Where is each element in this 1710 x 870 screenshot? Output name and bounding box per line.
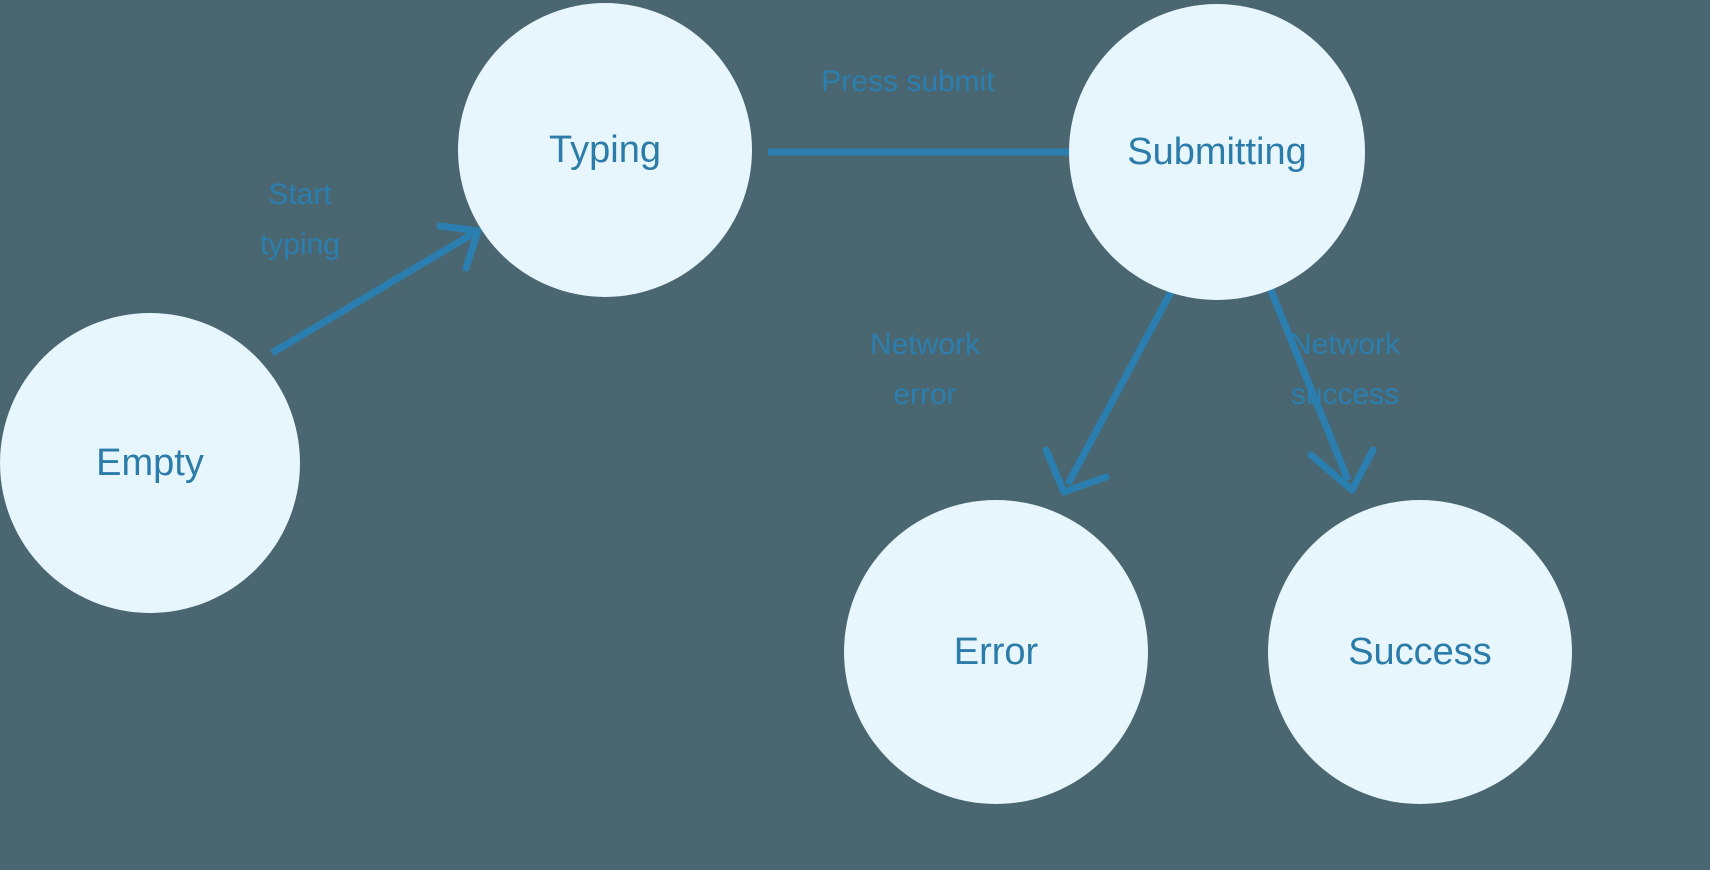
state-node-label-typing: Typing <box>549 129 661 171</box>
state-node-circle-error[interactable] <box>844 500 1148 804</box>
state-node-circle-submitting[interactable] <box>1069 4 1365 300</box>
state-node-error[interactable]: Error <box>844 500 1148 804</box>
edge-label-submitting-to-error: Network error <box>870 328 981 411</box>
edge-label-line: Press submit <box>821 65 995 98</box>
arrowhead-icon-empty-to-typing <box>436 222 482 272</box>
edge-label-line: Start <box>268 178 332 211</box>
edge-empty-to-typing <box>270 222 482 357</box>
edge-label-line: success <box>1291 378 1399 411</box>
edge-submitting-to-success <box>1266 286 1377 494</box>
edges-layer <box>270 118 1377 496</box>
edge-label-line: typing <box>260 228 340 261</box>
state-node-label-error: Error <box>954 631 1039 673</box>
edge-label-line: Network <box>1290 328 1401 361</box>
state-node-label-empty: Empty <box>96 442 204 484</box>
arrowhead-icon-submitting-to-error <box>1042 446 1110 496</box>
state-node-submitting[interactable]: Submitting <box>1069 4 1365 300</box>
state-node-typing[interactable]: Typing <box>458 3 752 297</box>
edge-line-empty-to-typing <box>270 229 476 357</box>
edge-label-empty-to-typing: Start typing <box>260 178 340 261</box>
edge-submitting-to-error <box>1042 288 1176 496</box>
arrowhead-icon-submitting-to-success <box>1307 446 1377 494</box>
state-node-circle-typing[interactable] <box>458 3 752 297</box>
edge-label-typing-to-submitting: Press submit <box>821 65 995 98</box>
edge-line-submitting-to-error <box>1064 288 1176 486</box>
state-node-label-success: Success <box>1348 631 1492 673</box>
state-node-empty[interactable]: Empty <box>0 313 300 613</box>
edge-label-line: error <box>893 378 956 411</box>
state-node-circle-empty[interactable] <box>0 313 300 613</box>
state-node-label-submitting: Submitting <box>1127 131 1307 173</box>
edge-label-line: Network <box>870 328 981 361</box>
state-node-success[interactable]: Success <box>1268 500 1572 804</box>
edge-line-submitting-to-success <box>1266 286 1352 482</box>
state-node-circle-success[interactable] <box>1268 500 1572 804</box>
edge-label-submitting-to-success: Network success <box>1290 328 1401 411</box>
